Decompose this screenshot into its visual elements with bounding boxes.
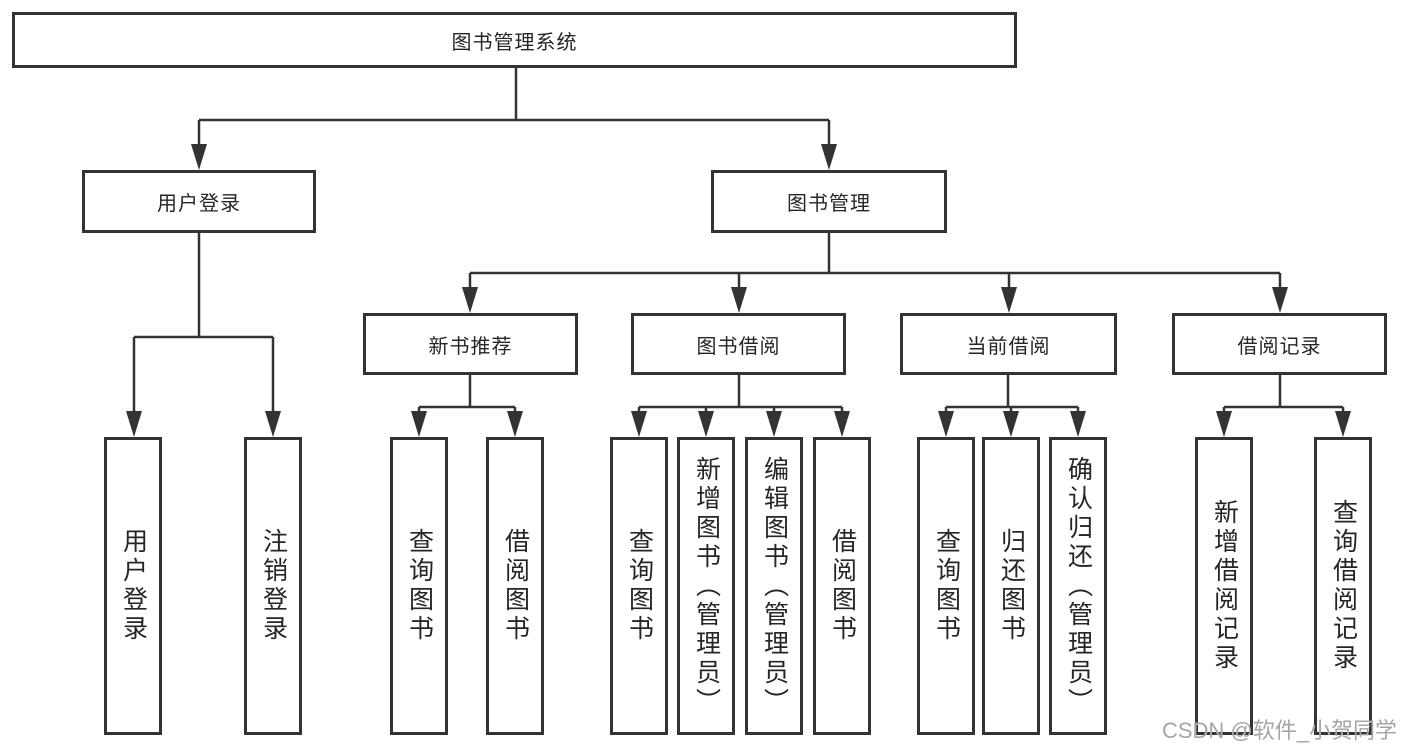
leaf-query-borrow-record-label: 查询借阅记录 bbox=[1329, 499, 1358, 673]
leaf-return-books: 归还图书 bbox=[982, 437, 1040, 735]
node-book-management-label: 图书管理 bbox=[787, 193, 871, 215]
node-root-system-label: 图书管理系统 bbox=[451, 31, 578, 54]
node-user-login: 用户登录 bbox=[82, 170, 316, 233]
leaf-query-borrow-record: 查询借阅记录 bbox=[1314, 437, 1372, 735]
node-borrowing-records-label: 借阅记录 bbox=[1237, 335, 1322, 358]
node-current-borrowing: 当前借阅 bbox=[900, 313, 1117, 375]
leaf-borrow-books-borrowing: 借阅图书 bbox=[813, 437, 871, 735]
leaf-add-books-admin-label: 新增图书（管理员） bbox=[692, 455, 721, 717]
leaf-add-books-admin: 新增图书（管理员） bbox=[677, 437, 735, 735]
node-new-book-recommend-label: 新书推荐 bbox=[428, 335, 513, 358]
leaf-user-login-label: 用户登录 bbox=[119, 528, 148, 644]
leaf-confirm-return-admin-label: 确认归还（管理员） bbox=[1064, 455, 1093, 717]
node-root-system: 图书管理系统 bbox=[12, 12, 1017, 68]
leaf-borrow-books-recommend: 借阅图书 bbox=[486, 437, 544, 735]
leaf-add-borrow-record: 新增借阅记录 bbox=[1195, 437, 1253, 735]
csdn-watermark: CSDN @软件_小贺同学 bbox=[1161, 718, 1397, 743]
leaf-edit-books-admin-label: 编辑图书（管理员） bbox=[760, 455, 789, 717]
node-borrowing-records: 借阅记录 bbox=[1172, 313, 1387, 375]
leaf-query-books-current: 查询图书 bbox=[917, 437, 975, 735]
leaf-return-books-label: 归还图书 bbox=[997, 528, 1026, 644]
leaf-confirm-return-admin: 确认归还（管理员） bbox=[1049, 437, 1107, 735]
leaf-query-books-recommend-label: 查询图书 bbox=[405, 528, 434, 644]
leaf-user-login: 用户登录 bbox=[104, 437, 162, 735]
node-book-borrowing-label: 图书借阅 bbox=[696, 335, 781, 358]
leaf-logout: 注销登录 bbox=[244, 437, 302, 735]
node-current-borrowing-label: 当前借阅 bbox=[966, 335, 1051, 358]
leaf-add-borrow-record-label: 新增借阅记录 bbox=[1210, 499, 1239, 673]
leaf-logout-label: 注销登录 bbox=[259, 528, 288, 644]
leaf-query-books-borrowing-label: 查询图书 bbox=[625, 528, 654, 644]
node-book-borrowing: 图书借阅 bbox=[631, 313, 846, 375]
leaf-borrow-books-recommend-label: 借阅图书 bbox=[501, 528, 530, 644]
node-new-book-recommend: 新书推荐 bbox=[363, 313, 578, 375]
leaf-edit-books-admin: 编辑图书（管理员） bbox=[745, 437, 803, 735]
leaf-query-books-current-label: 查询图书 bbox=[932, 528, 961, 644]
leaf-query-books-recommend: 查询图书 bbox=[390, 437, 448, 735]
node-book-management: 图书管理 bbox=[711, 170, 947, 233]
leaf-query-books-borrowing: 查询图书 bbox=[610, 437, 668, 735]
leaf-borrow-books-borrowing-label: 借阅图书 bbox=[828, 528, 857, 644]
node-user-login-label: 用户登录 bbox=[157, 193, 241, 215]
